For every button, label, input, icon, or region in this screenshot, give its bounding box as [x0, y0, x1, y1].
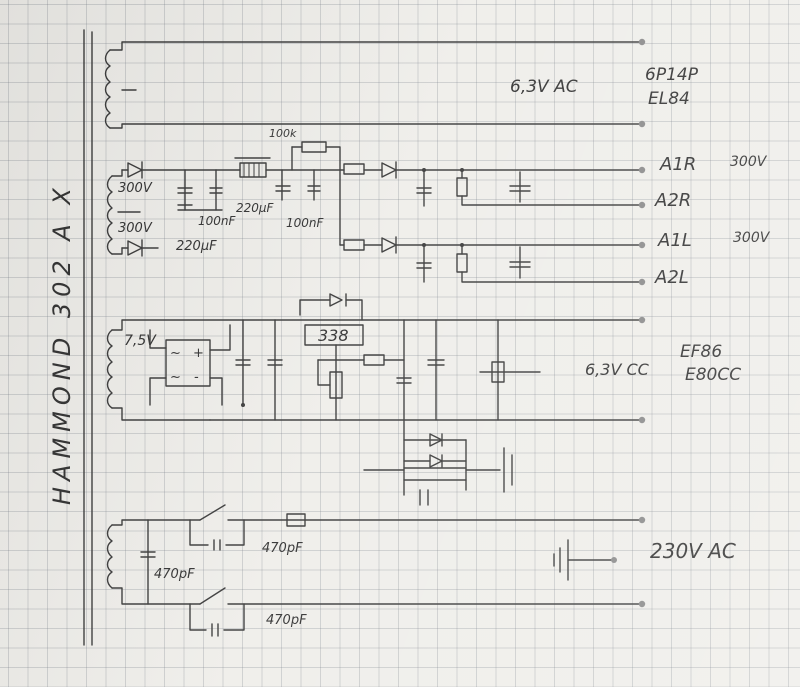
switch-top-cap-label: 470pF — [262, 541, 303, 556]
mains-voltage-label: 230V AC — [650, 539, 736, 563]
dc-heater-tube-a-label: EF86 — [680, 342, 722, 362]
hv-winding — [106, 169, 141, 255]
hv-a1l-voltage-label: 300V — [733, 230, 771, 246]
auxiliary-rectifier — [363, 419, 513, 506]
regulator-label: 338 — [318, 326, 349, 345]
margin-lines — [83, 29, 93, 646]
bridge-minus-label: - — [194, 370, 199, 385]
hv-tap-bottom-label: 300V — [118, 221, 153, 236]
dc-heater-voltage-label: 6,3V CC — [585, 360, 650, 379]
hv-a1r-label: A1R — [659, 154, 696, 175]
dc-heater-tube-b-label: E80CC — [685, 365, 741, 385]
hv-right-channel — [339, 161, 646, 209]
hv-a2r-label: A2R — [654, 190, 691, 211]
dc-heater-winding — [106, 319, 641, 421]
dc-heater-filter-regulator — [209, 293, 646, 424]
switch-bottom-cap-label: 470pF — [266, 613, 307, 628]
hv-left-channel — [339, 236, 646, 286]
hv-smooth-cap-label: 220µF — [236, 201, 275, 215]
bridge-ac1-label: ~ — [170, 346, 181, 361]
hv-a1r-voltage-label: 300V — [730, 154, 768, 170]
bridge-rectifier — [149, 324, 231, 406]
mains-switch-top — [189, 504, 646, 551]
mains-winding — [106, 519, 201, 605]
heater-ac-tube-b-label: EL84 — [648, 89, 690, 109]
dc-heater-tap-label: 7,5V — [124, 333, 157, 349]
mains-switch-bottom — [189, 587, 646, 637]
hv-input-cap-label-lower: 220µF — [176, 239, 217, 254]
hv-output-cap-label: 100nF — [286, 216, 325, 230]
bridge-ac2-label: ~ — [170, 370, 181, 385]
primary-cap-label: 470pF — [154, 567, 195, 582]
hv-filter-network — [177, 141, 341, 246]
hv-series-resistor-label: 100k — [269, 127, 297, 140]
hv-a2l-label: A2L — [654, 267, 689, 288]
heater-ac-winding — [104, 38, 646, 129]
heater-ac-tube-a-label: 6P14P — [645, 65, 699, 85]
transformer-title: HAMMOND 302 A X — [48, 182, 76, 505]
ground-shield-symbol — [553, 539, 617, 581]
hv-mid-cap-label: 100nF — [198, 214, 237, 228]
hv-a1l-label: A1L — [657, 230, 692, 251]
hv-tap-top-label: 300V — [118, 181, 153, 196]
hv-rectifier-diodes — [121, 161, 241, 257]
bridge-plus-label: + — [193, 346, 204, 361]
heater-ac-voltage-label: 6,3V AC — [510, 77, 578, 97]
